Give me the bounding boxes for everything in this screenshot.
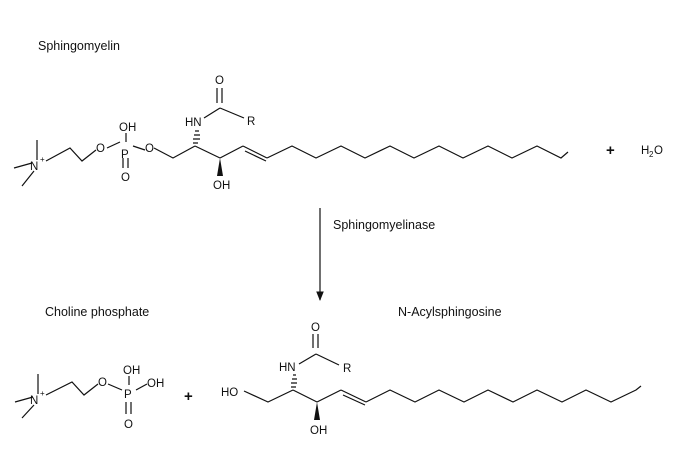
n-acylsphingosine-label: N-Acylsphingosine (398, 305, 502, 319)
sm-oh: OH (213, 180, 230, 192)
sphingomyelin-label: Sphingomyelin (38, 39, 120, 53)
sm-nh: HN (185, 117, 202, 129)
cp-p-atom: P (124, 389, 132, 401)
sm-p-atom: P (121, 149, 129, 161)
water-h: H (641, 145, 649, 157)
water-o: O (654, 145, 663, 157)
enzyme-label: Sphingomyelinase (333, 218, 435, 232)
cp-oh-top: OH (123, 365, 140, 377)
sm-r-group: R (247, 116, 255, 128)
choline-phosphate-label: Choline phosphate (45, 305, 149, 319)
nas-nh: HN (279, 362, 296, 374)
sm-n-atom: N (30, 161, 38, 173)
nas-carbonyl-o: O (311, 322, 320, 334)
plus-products-sign: + (184, 388, 193, 405)
n-acylsphingosine-structure: HO HN O R OH (221, 322, 642, 437)
cp-n-atom: N (30, 395, 38, 407)
sm-n-charge: + (40, 155, 45, 164)
plus-water-sign: + (606, 142, 615, 159)
nas-oh: OH (310, 425, 327, 437)
cp-o-ester: O (98, 377, 107, 389)
cp-oh-right: OH (147, 378, 164, 390)
cp-dbl-o: O (124, 419, 133, 431)
water-formula: H 2 O (641, 145, 663, 159)
sphingomyelin-structure: N + O P OH O O HN O R OH (13, 75, 569, 192)
sm-carbonyl-o: O (215, 75, 224, 87)
cp-n-charge: + (40, 389, 45, 398)
sm-o-ester1: O (96, 143, 105, 155)
sm-p-oh: OH (119, 122, 136, 134)
sm-p-dbl-o: O (121, 172, 130, 184)
sm-o-ester2: O (145, 143, 154, 155)
water-subscript: 2 (649, 150, 654, 159)
choline-phosphate-structure: N + O P OH OH O (14, 365, 164, 431)
nas-ho: HO (221, 387, 238, 399)
nas-r-group: R (343, 363, 351, 375)
